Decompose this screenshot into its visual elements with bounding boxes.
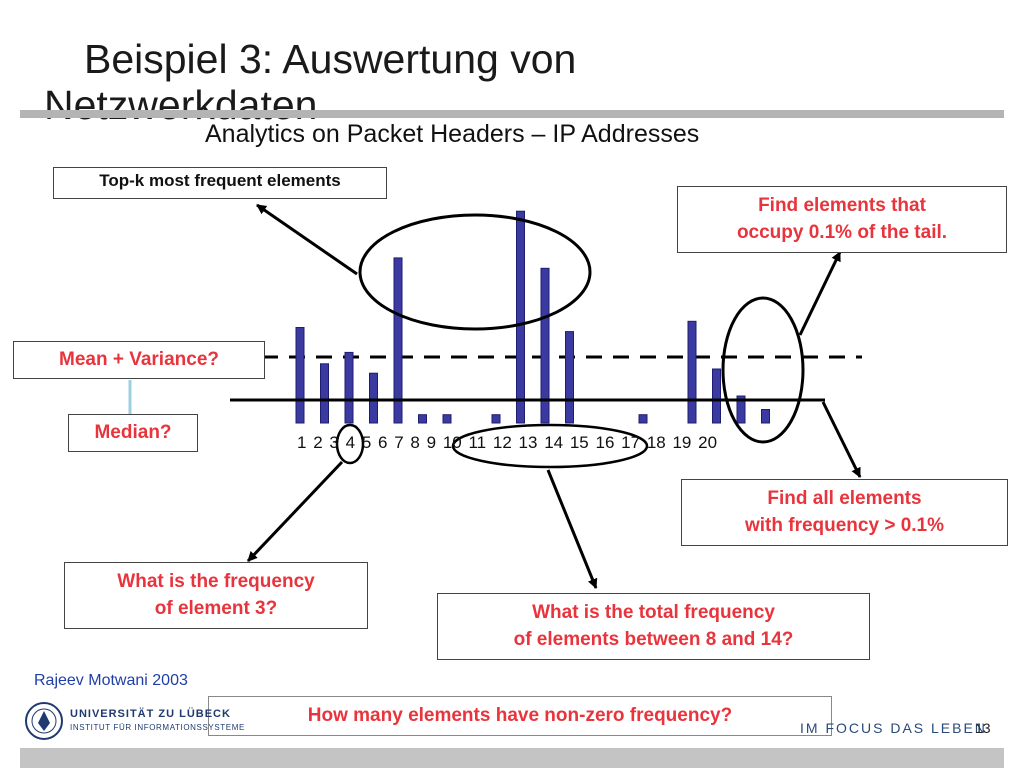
university-name: UNIVERSITÄT ZU LÜBECK xyxy=(70,708,231,720)
bar-element-3 xyxy=(344,351,354,424)
top-k-label: Top-k most frequent elements xyxy=(99,171,341,190)
bar-element-20 xyxy=(761,409,770,424)
bar-element-4 xyxy=(369,372,378,424)
slide-subtitle: Analytics on Packet Headers – IP Address… xyxy=(205,120,700,148)
bar-element-17 xyxy=(687,320,697,424)
x-tick-label: 8 xyxy=(410,433,420,452)
element-3-callout: What is the frequency of element 3? xyxy=(64,562,368,629)
mean-variance-callout: Mean + Variance? xyxy=(13,341,265,379)
x-tick-label: 17 xyxy=(621,433,641,452)
arrow-threshold xyxy=(821,401,862,478)
threshold-label-line1: Find all elements xyxy=(767,488,922,509)
x-tick-label: 6 xyxy=(378,433,388,452)
bar-element-5 xyxy=(393,257,403,424)
institute-name: INSTITUT FÜR INFORMATIONSSYSTEME xyxy=(70,723,245,732)
tail-label-line2: occupy 0.1% of the tail. xyxy=(736,222,948,243)
x-tick-label: 1 xyxy=(297,433,307,452)
median-label: Median? xyxy=(94,422,172,443)
median-callout: Median? xyxy=(68,414,198,452)
footer-bar xyxy=(20,748,1004,768)
x-tick-label: 7 xyxy=(394,433,404,452)
tail-label-line1: Find elements that xyxy=(758,195,926,216)
range-8-14-ellipse xyxy=(451,423,649,469)
bar-element-15 xyxy=(638,414,648,424)
bar-element-19 xyxy=(736,395,746,424)
bar-element-2 xyxy=(320,363,329,424)
slide-title: Beispiel 3: Auswertung von Netzwerkdaten xyxy=(44,36,577,128)
x-tick-label: 16 xyxy=(595,433,615,452)
arrow-top-k xyxy=(256,203,358,276)
page-number: 13 xyxy=(975,720,991,736)
x-tick-label: 18 xyxy=(646,433,666,452)
element-3-label-line1: What is the frequency xyxy=(117,571,315,592)
credit-text: Rajeev Motwani 2003 xyxy=(34,672,188,689)
threshold-callout: Find all elements with frequency > 0.1% xyxy=(681,479,1008,546)
arrow-tail xyxy=(798,251,842,336)
bar-element-7 xyxy=(442,414,452,424)
x-tick-label: 14 xyxy=(544,433,564,452)
university-logo: UNIVERSITÄT ZU LÜBECK INSTITUT FÜR INFOR… xyxy=(24,701,245,741)
x-tick-label: 5 xyxy=(361,433,372,452)
nonzero-callout: How many elements have non-zero frequenc… xyxy=(208,696,832,736)
mean-variance-label: Mean + Variance? xyxy=(59,349,219,370)
arrow-element-3 xyxy=(246,460,344,563)
bar-element-18 xyxy=(712,368,721,424)
nonzero-label: How many elements have non-zero frequenc… xyxy=(307,705,733,726)
x-tick-label: 2 xyxy=(313,433,323,452)
x-tick-label: 10 xyxy=(442,433,462,452)
x-tick-label: 15 xyxy=(569,433,589,452)
bars-group xyxy=(295,210,770,424)
university-seal-icon xyxy=(25,702,63,740)
x-tick-label: 11 xyxy=(468,433,487,452)
bar-element-9 xyxy=(491,414,501,424)
x-tick-label: 19 xyxy=(672,433,692,452)
x-tick-label: 4 xyxy=(345,433,356,452)
tail-callout: Find elements that occupy 0.1% of the ta… xyxy=(677,186,1007,253)
x-tick-label: 3 xyxy=(329,433,339,452)
element-3-ellipse xyxy=(335,423,365,465)
bar-element-1 xyxy=(295,327,305,424)
x-tick-label: 12 xyxy=(492,433,512,452)
university-motto: IM FOCUS DAS LEBEN xyxy=(800,720,987,736)
bar-element-12 xyxy=(565,331,574,424)
range-callout: What is the total frequency of elements … xyxy=(437,593,870,660)
tail-ellipse xyxy=(721,296,805,444)
top-k-ellipse xyxy=(358,213,592,331)
bar-element-6 xyxy=(418,414,427,424)
x-tick-label: 13 xyxy=(518,433,538,452)
x-axis-tick-labels: 1 2 3 4 5 6 7 8 9 10 11 12 13 14 15 16 1… xyxy=(297,433,717,453)
top-k-callout: Top-k most frequent elements xyxy=(53,167,387,199)
threshold-label-line2: with frequency > 0.1% xyxy=(744,515,945,536)
x-tick-label: 9 xyxy=(426,433,437,452)
range-label-line1: What is the total frequency xyxy=(532,602,775,623)
element-3-label-line2: of element 3? xyxy=(154,598,278,619)
arrow-range xyxy=(546,469,598,589)
bar-element-10 xyxy=(516,210,525,424)
bar-element-11 xyxy=(540,267,550,424)
title-divider-bar xyxy=(20,110,1004,118)
x-tick-label: 20 xyxy=(698,433,718,452)
range-label-line2: of elements between 8 and 14? xyxy=(513,629,794,650)
